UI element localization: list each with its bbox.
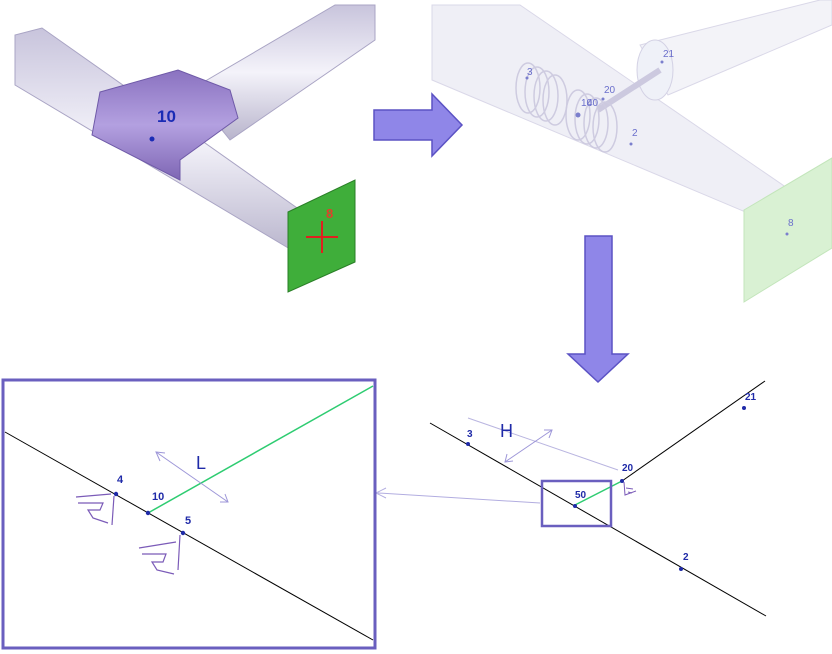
zoom-node-5: 5 — [185, 515, 191, 527]
zoom-node-10: 10 — [152, 491, 164, 503]
node-label-center: 10 — [157, 107, 176, 126]
node-label-anchor: 8 — [326, 206, 333, 221]
schem-node-3: 3 — [467, 429, 473, 440]
support-symbol-small — [623, 481, 637, 496]
spring-node-10: 10 — [581, 98, 593, 109]
schem-node-20: 20 — [622, 463, 634, 474]
zoom-rigid-link — [147, 385, 374, 514]
zoom-header-line — [4, 431, 374, 641]
translucent-anchor — [743, 157, 832, 303]
arrow-right — [373, 92, 464, 158]
schem-node-50: 50 — [575, 490, 587, 501]
spring-node-2: 2 — [632, 128, 638, 139]
h-dimension-arrow — [504, 429, 553, 463]
spring-panel: 3 20 10 40 2 21 8 — [431, 0, 832, 303]
spring-node-40: 40 — [587, 98, 599, 109]
support-symbol-node4 — [75, 493, 115, 526]
rigid-link-line — [574, 480, 623, 506]
spring-node-20: 20 — [604, 85, 616, 96]
tee-body — [91, 69, 239, 181]
zoom-frame — [1, 378, 377, 650]
spring-node-8: 8 — [788, 218, 794, 229]
branch-pipe — [189, 4, 376, 141]
tee-panel: 10 8 — [14, 4, 376, 293]
schematic-panel: H 3 21 20 50 2 — [429, 380, 767, 617]
l-dimension-label: L — [196, 453, 206, 473]
node-point — [149, 136, 155, 142]
h-dimension-label: H — [500, 421, 513, 441]
h-extension-line — [467, 417, 619, 471]
zoom-node-4: 4 — [117, 474, 124, 486]
l-dimension-arrow — [155, 451, 229, 503]
zoom-panel: L 4 10 5 — [1, 378, 377, 650]
support-symbol-node5 — [138, 534, 181, 575]
header-line — [429, 422, 767, 617]
spring-node-3: 3 — [527, 67, 533, 78]
spring-node-21: 21 — [663, 49, 675, 60]
zoom-leader-line — [377, 492, 541, 504]
branch-line — [621, 380, 766, 482]
arrow-down — [566, 235, 630, 384]
zoom-box — [540, 479, 613, 528]
spring-coils — [515, 62, 618, 153]
schem-node-2: 2 — [683, 552, 689, 563]
schem-node-21: 21 — [745, 392, 757, 403]
